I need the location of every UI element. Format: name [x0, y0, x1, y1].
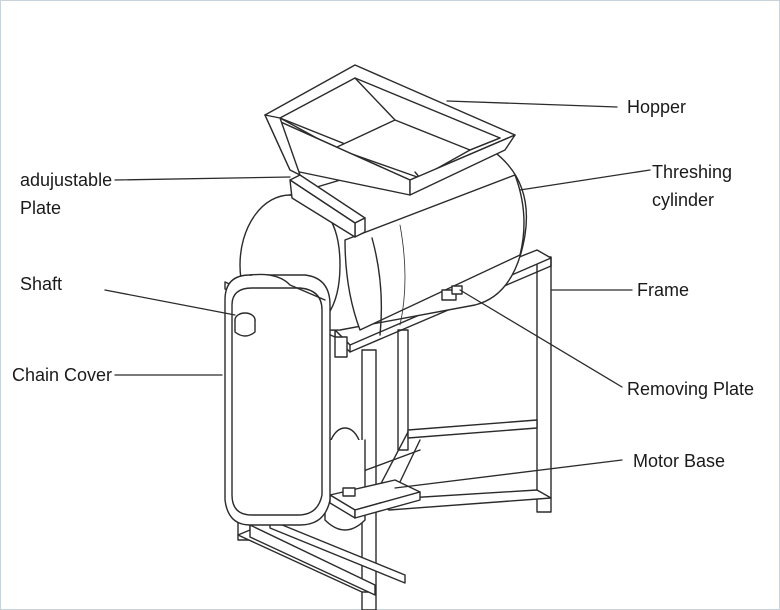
leader-adjustable-plate: [114, 176, 291, 181]
leader-shaft: [104, 289, 236, 316]
label-threshing-cylinder-line2: cylinder: [652, 190, 715, 210]
hopper: [264, 64, 516, 196]
chain-cover: [224, 273, 331, 526]
leader-hopper: [446, 100, 618, 108]
leader-threshing-cylinder: [519, 169, 651, 191]
label-chain-cover: Chain Cover: [12, 365, 113, 385]
label-adjustable-plate-line2: Plate: [20, 198, 62, 218]
adjustable-plate: [289, 174, 366, 238]
label-hopper: Hopper: [627, 97, 687, 117]
label-frame: Frame: [637, 280, 690, 300]
leader-lines: [104, 100, 651, 489]
leader-removing-plate: [459, 289, 623, 388]
label-threshing-cylinder-line1: Threshing: [652, 162, 733, 182]
leader-motor-base: [394, 459, 623, 489]
motor-assembly: [324, 427, 421, 531]
label-motor-base: Motor Base: [633, 451, 726, 471]
label-shaft: Shaft: [20, 274, 63, 294]
label-removing-plate: Removing Plate: [627, 379, 755, 399]
label-adjustable-plate-line1: adujustable: [20, 170, 113, 190]
shaft: [234, 312, 256, 337]
